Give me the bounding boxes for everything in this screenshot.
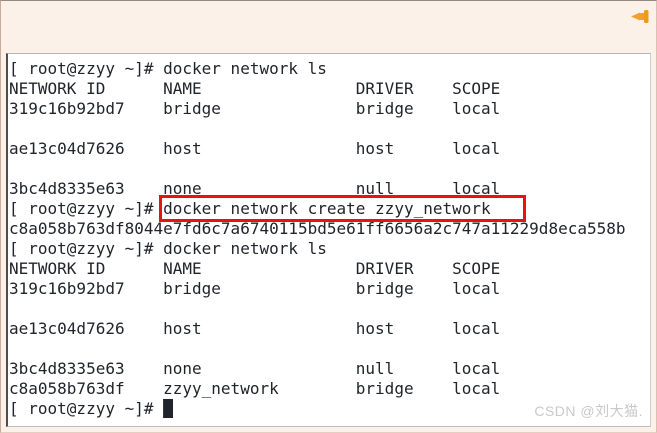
terminal-cursor: █ [163, 399, 173, 418]
terminal-line: NETWORK ID NAME DRIVER SCOPE [9, 259, 501, 278]
terminal-line [9, 339, 649, 359]
terminal-line: [ root@zzyy ~]# docker network ls [9, 239, 327, 258]
highlighted-command: docker network create zzyy_network [159, 195, 526, 222]
terminal-line: c8a058b763df zzyy_network bridge local [9, 379, 501, 398]
terminal-line: 3bc4d8335e63 none null local [9, 179, 501, 198]
terminal-line: ae13c04d7626 host host local [9, 319, 501, 338]
terminal-line: ae13c04d7626 host host local [9, 139, 501, 158]
pushpin-icon[interactable] [631, 9, 652, 24]
terminal-line: NETWORK ID NAME DRIVER SCOPE [9, 79, 501, 98]
terminal-line: [ root@zzyy ~]# █ [9, 399, 173, 418]
terminal-line: 3bc4d8335e63 none null local [9, 359, 501, 378]
terminal-line: [ root@zzyy ~]# docker network ls [9, 59, 327, 78]
terminal-line: 319c16b92bd7 bridge bridge local [9, 99, 501, 118]
terminal-line [9, 299, 649, 319]
terminal-line [9, 159, 649, 179]
terminal-line: [ root@zzyy ~]# docker network create zz… [9, 195, 649, 222]
watermark: CSDN @刘大猫. [534, 403, 643, 419]
terminal-line: c8a058b763df8044e7fd6c7a6740115bd5e61ff6… [9, 219, 626, 238]
terminal-line: 319c16b92bd7 bridge bridge local [9, 279, 501, 298]
terminal-line [9, 119, 649, 139]
